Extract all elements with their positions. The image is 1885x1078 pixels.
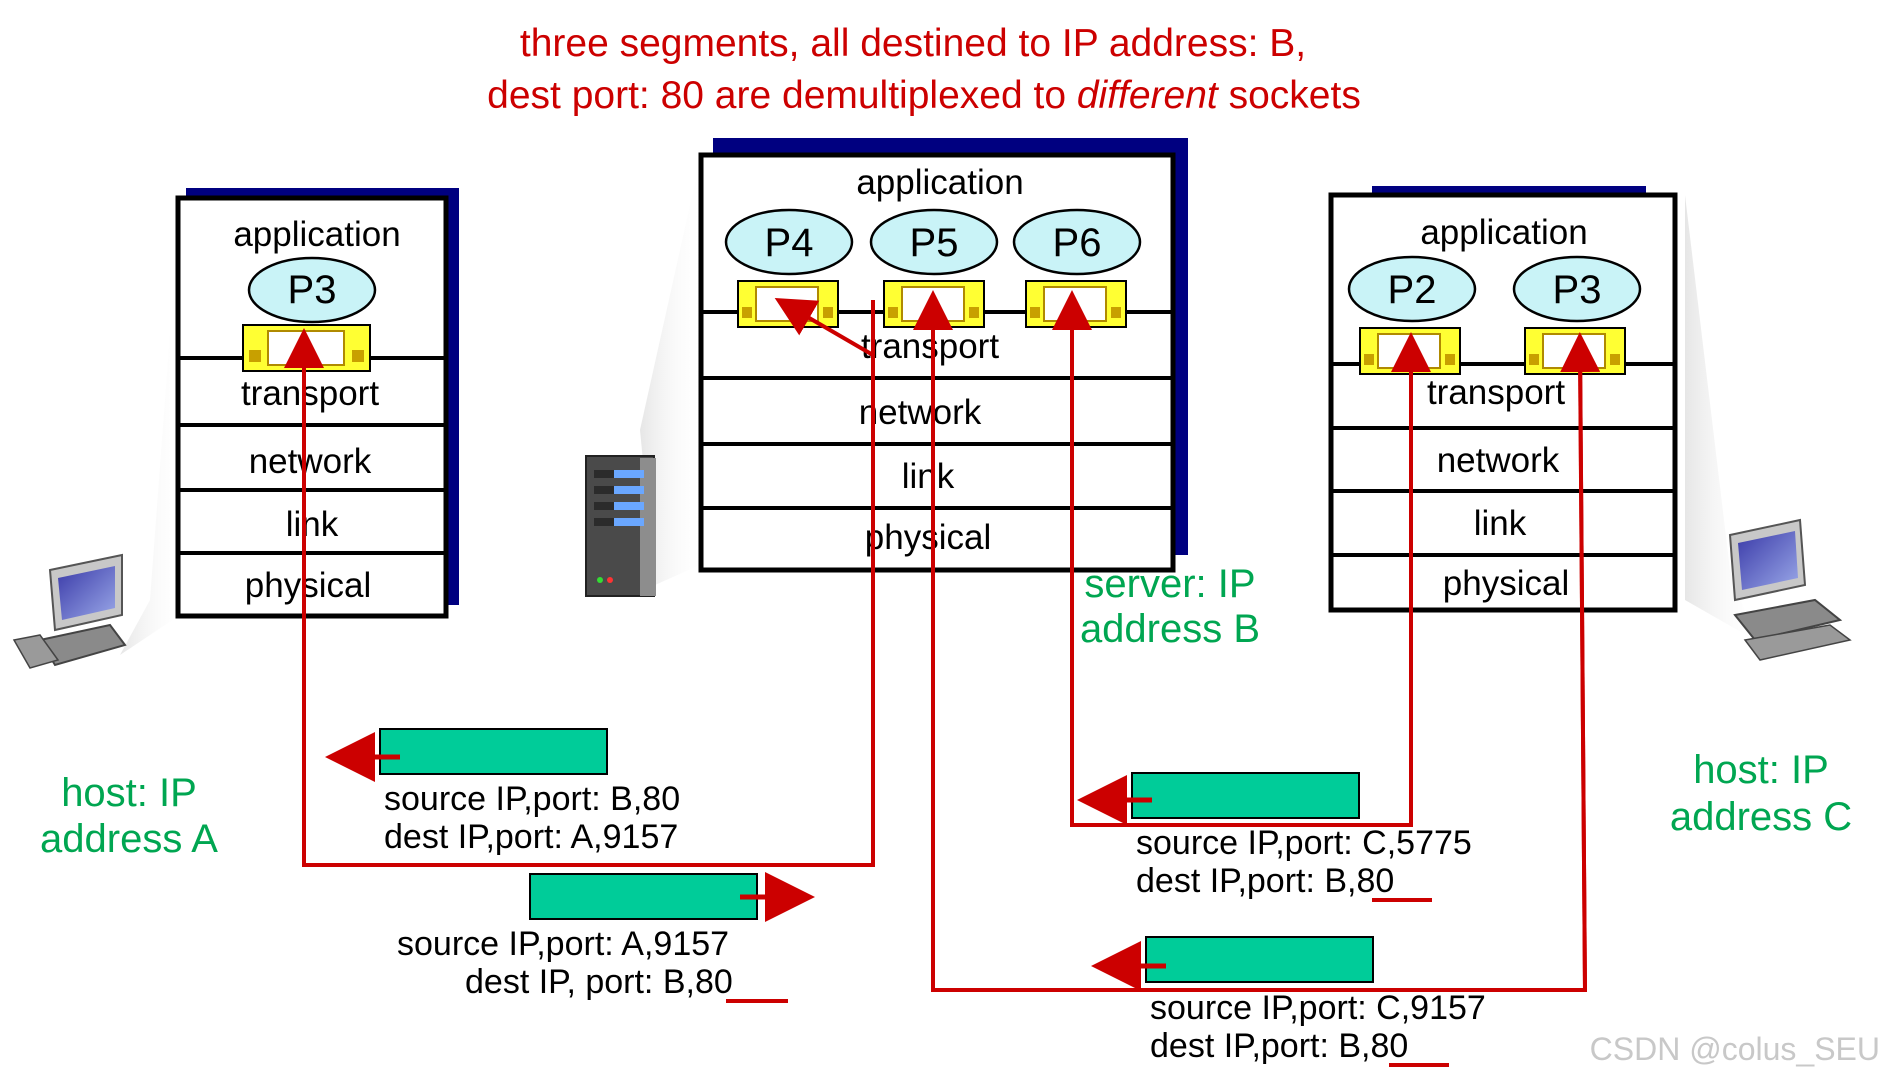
server-process-p5-label: P5: [910, 221, 959, 265]
host-a-layer-transport: transport: [241, 374, 379, 413]
segment-4: source IP,port: C,9157 dest IP,port: B,8…: [1091, 936, 1486, 1067]
host-c-layer-application: application: [1420, 213, 1587, 252]
host-c-label-line-1: host: IP: [1693, 748, 1829, 792]
host-a-socket: [242, 324, 371, 372]
server-label-line-1: server: IP: [1084, 562, 1255, 606]
segment-2: source IP,port: A,9157 dest IP, port: B,…: [397, 872, 815, 1003]
segment-3-source: source IP,port: C,5775: [1136, 824, 1472, 862]
segment-2-source: source IP,port: A,9157: [397, 925, 729, 963]
host-a-label-line-1: host: IP: [61, 771, 197, 815]
server-process-p4-label: P4: [765, 221, 814, 265]
server-process-p6-label: P6: [1053, 221, 1102, 265]
host-c-process-p2-label: P2: [1388, 268, 1437, 312]
laptop-icon-host-a: [12, 553, 127, 669]
title-line-1: three segments, all destined to IP addre…: [520, 22, 1306, 65]
host-a-label-line-2: address A: [40, 817, 218, 861]
segment-4-dest-port: 80: [1371, 1027, 1409, 1065]
segment-2-box: [529, 873, 758, 920]
host-c-layer-transport: transport: [1427, 373, 1565, 412]
host-a-layer-physical: physical: [245, 566, 371, 605]
host-a-stack: application transport network link physi…: [175, 188, 459, 619]
host-c-layer-physical: physical: [1443, 564, 1569, 603]
host-c-process-p3-label: P3: [1553, 268, 1602, 312]
host-a-process-p3: [247, 256, 377, 324]
server-tower-icon: [585, 455, 656, 597]
segment-3: source IP,port: C,5775 dest IP,port: B,8…: [1077, 772, 1472, 902]
host-c-socket-p3: [1524, 327, 1626, 375]
host-c-stack: application transport network link physi…: [1328, 186, 1678, 613]
segment-3-dest-port: 80: [1357, 862, 1395, 900]
title-line-2: dest port: 80 are demultiplexed to diffe…: [487, 74, 1361, 117]
laptop-icon-host-c: [1728, 518, 1852, 661]
server-process-p5: [869, 208, 999, 276]
segment-3-dest: dest IP,port: B,80: [1136, 862, 1394, 900]
segment-2-dest-port: 80: [695, 963, 733, 1001]
server-layer-link: link: [902, 457, 955, 496]
server-process-p4: [724, 208, 854, 276]
host-c-layer-link: link: [1474, 504, 1527, 543]
segment-4-dest: dest IP,port: B,80: [1150, 1027, 1408, 1065]
server-layer-network: network: [859, 393, 982, 432]
segment-1: source IP,port: B,80 dest IP,port: A,915…: [325, 728, 680, 856]
segment-1-source: source IP,port: B,80: [384, 780, 680, 818]
segment-4-source: source IP,port: C,9157: [1150, 989, 1486, 1027]
segment-1-dest: dest IP,port: A,9157: [384, 818, 678, 856]
host-a-layer-application: application: [233, 215, 400, 254]
segment-4-box: [1145, 936, 1374, 983]
server-socket-p4: [737, 280, 839, 328]
host-c-process-p3: [1512, 255, 1642, 323]
host-a-layer-network: network: [249, 442, 372, 481]
server-layer-physical: physical: [865, 518, 991, 557]
watermark: CSDN @colus_SEU: [1590, 1031, 1880, 1067]
host-a-process-p3-label: P3: [288, 268, 337, 312]
server-layer-transport: transport: [861, 327, 999, 366]
route-lines: [284, 290, 1601, 992]
segment-2-dest: dest IP, port: B,80: [465, 963, 733, 1001]
host-a-layer-link: link: [286, 505, 339, 544]
segment-1-box: [379, 728, 608, 775]
segment-3-box: [1131, 772, 1360, 819]
host-c-label-line-2: address C: [1670, 795, 1852, 839]
beam-host-c: [1685, 195, 1755, 640]
route-c-p3-up: [1560, 332, 1601, 991]
server-stack: application transport network link physi…: [698, 138, 1188, 573]
server-label-line-2: address B: [1080, 607, 1260, 651]
beam-host-a: [120, 200, 180, 655]
host-c-process-p2: [1347, 255, 1477, 323]
server-layer-application: application: [856, 163, 1023, 202]
host-c-layer-network: network: [1437, 441, 1560, 480]
server-socket-p6: [1025, 280, 1127, 328]
server-process-p6: [1012, 208, 1142, 276]
